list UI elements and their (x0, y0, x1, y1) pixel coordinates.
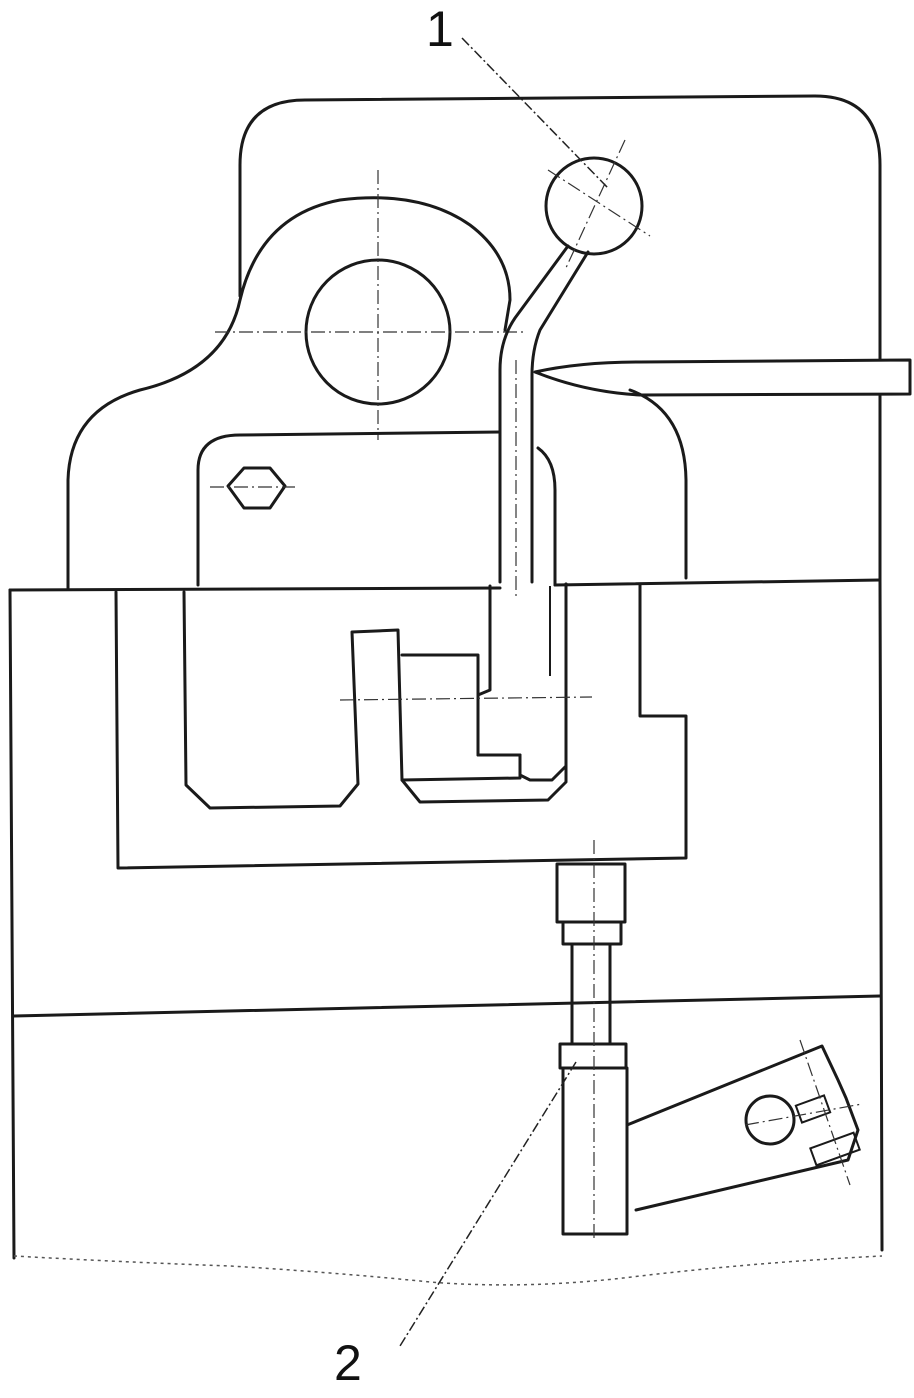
lever-arm-left-edge (498, 244, 570, 584)
clamp-arm (625, 1044, 860, 1212)
hex-bolt-icon (226, 466, 287, 510)
clamp-centerline-b (799, 1039, 851, 1186)
lower-sleeve (561, 1066, 629, 1236)
main-block-left-wall (8, 588, 16, 1260)
mounting-plate-right (536, 446, 557, 587)
break-line (13, 1255, 883, 1286)
knob-centerline-a (547, 169, 651, 237)
callout-label-2: 2 (334, 1335, 362, 1391)
clamp-pivot (744, 1094, 796, 1146)
slide-carriage (114, 582, 688, 870)
main-block-top-right (553, 578, 882, 587)
main-block-top-left (8, 586, 502, 592)
lever-knob (544, 156, 644, 256)
leader-line-2 (399, 1061, 577, 1347)
carriage-centerline (339, 696, 593, 701)
mounting-plate (196, 430, 502, 587)
upper-nut (561, 920, 623, 946)
lever-arm-right-edge (530, 250, 590, 584)
clamp-screw-1 (794, 1094, 832, 1124)
housing-right-shoulder (628, 388, 688, 580)
clamp-centerline-a (744, 1103, 863, 1126)
callout-label-1: 1 (426, 1, 454, 57)
bearing-boss-contour (66, 196, 512, 590)
leader-line-1 (461, 37, 609, 189)
pocket-insert (400, 653, 522, 782)
rod (570, 942, 612, 1046)
housing-midline (12, 994, 882, 1018)
housing-right-lower-wall (878, 578, 884, 1252)
clamp-screw-2 (809, 1131, 861, 1167)
slide-block (476, 582, 568, 782)
flat-bar (533, 358, 912, 397)
inner-pocket (182, 582, 568, 810)
upper-sleeve (555, 862, 627, 924)
lower-nut (558, 1042, 628, 1070)
upper-housing-outline (238, 94, 882, 362)
